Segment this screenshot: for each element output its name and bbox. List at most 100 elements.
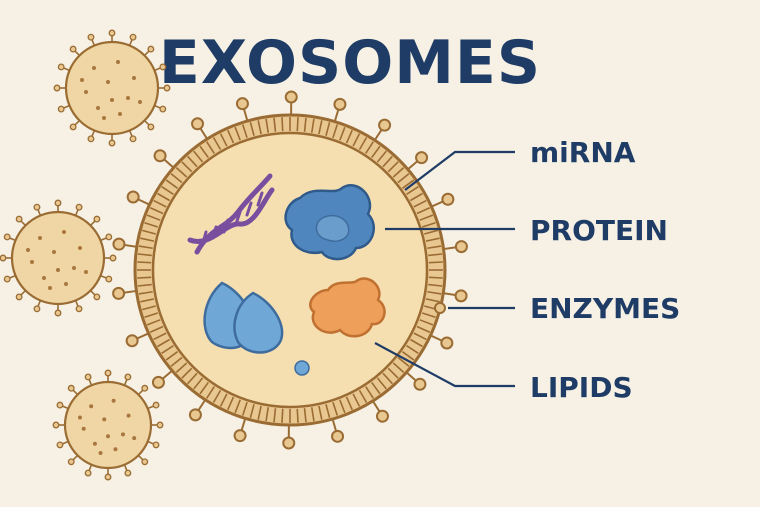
membrane-tick	[161, 345, 174, 355]
vesicle-speckle	[106, 434, 110, 439]
membrane-bilayer	[137, 117, 443, 423]
vesicle-spike-head	[152, 441, 160, 449]
small-droplet	[294, 360, 310, 376]
vesicle-speckle	[132, 76, 136, 80]
membrane-tick	[376, 377, 387, 390]
membrane-tick	[427, 290, 442, 295]
membrane-tick	[419, 319, 434, 326]
vesicle-speckle	[92, 66, 96, 70]
membrane-tick	[318, 120, 323, 135]
vesicle-speckle	[30, 260, 34, 264]
vesicle-speckle	[120, 432, 125, 437]
spike-head	[233, 429, 247, 443]
membrane-tick	[352, 393, 361, 407]
lumen	[151, 131, 429, 409]
membrane-tick	[193, 377, 204, 390]
membrane-tick	[397, 356, 410, 367]
membrane-tick	[234, 399, 241, 414]
spike-head	[454, 289, 468, 303]
vesicle-speckle	[81, 426, 86, 431]
vesicle-speckle	[96, 106, 100, 110]
leader-mirna	[404, 150, 515, 191]
dna-helix-icon	[187, 173, 275, 255]
small-vesicles	[0, 29, 171, 481]
membrane-tick	[241, 124, 248, 139]
membrane-tick	[387, 161, 399, 173]
spike-head	[126, 190, 140, 204]
vesicle-spike-head	[57, 105, 65, 113]
vesicle-speckle	[110, 98, 114, 102]
membrane-tick	[318, 405, 323, 420]
vesicle-speckle	[111, 398, 116, 403]
membrane-tick	[273, 117, 277, 132]
spike-head	[415, 151, 429, 165]
membrane-tick	[149, 325, 164, 333]
vesicle-speckle	[26, 248, 30, 252]
membrane-tick	[205, 386, 215, 399]
membrane-tick	[365, 386, 375, 399]
spike-head	[125, 334, 139, 348]
vesicle-speckle	[98, 451, 103, 456]
spike-head	[454, 240, 468, 254]
membrane-tick	[146, 319, 161, 326]
vesicle-spike-head	[129, 135, 137, 143]
vesicle-spike-head	[84, 469, 92, 477]
membrane-tick	[175, 167, 188, 178]
membrane-tick	[303, 408, 307, 423]
membrane-tick	[249, 404, 255, 418]
vesicle-spike-head	[33, 305, 41, 313]
vesicle-body	[64, 40, 160, 136]
vesicle-spike-head	[67, 384, 75, 392]
membrane-tick	[401, 179, 415, 189]
membrane-tick	[345, 129, 353, 144]
membrane-tick	[257, 120, 262, 135]
vesicle-spike-head	[129, 33, 137, 41]
spike-head	[235, 97, 249, 111]
vesicle-speckle	[113, 447, 118, 452]
membrane-tick	[144, 312, 159, 319]
membrane-tick	[265, 407, 270, 422]
membrane-tick	[358, 137, 368, 151]
membrane-tick	[413, 199, 427, 208]
vesicle-speckle	[132, 436, 137, 441]
membrane-tick	[137, 283, 152, 287]
membrane-tick	[181, 161, 193, 173]
membrane-tick	[339, 399, 346, 414]
spike-head	[333, 97, 347, 111]
vesicle-speckle	[80, 78, 84, 82]
enzymes-spike-dot	[434, 302, 446, 314]
membrane-tick	[358, 389, 368, 403]
membrane-tick	[409, 192, 423, 202]
vesicle-spike-head	[159, 63, 167, 71]
membrane-tick	[175, 362, 188, 373]
vesicle-spike-head	[52, 421, 60, 429]
membrane-tick	[397, 173, 410, 184]
small-vesicle	[0, 199, 117, 317]
spike-head	[112, 237, 126, 251]
membrane-tick	[241, 401, 248, 416]
spike-head	[151, 375, 165, 389]
vesicle-spike-head	[156, 421, 164, 429]
vesicle-spike-head	[69, 123, 77, 131]
membrane-tick	[142, 229, 156, 235]
spike-head	[441, 192, 455, 206]
membrane-tick	[424, 229, 438, 235]
membrane-tick	[199, 145, 209, 159]
membrane-tick	[137, 253, 152, 257]
label-protein: PROTEIN	[530, 214, 668, 247]
vesicle-spike-head	[105, 275, 113, 283]
membrane-tick	[325, 404, 331, 418]
vesicle-spike-head	[109, 254, 117, 262]
vesicle-spike-head	[152, 401, 160, 409]
page-title: EXOSOMES	[159, 28, 541, 98]
vesicle-spike-head	[56, 441, 64, 449]
small-vesicle	[52, 369, 164, 481]
membrane-tick	[406, 345, 419, 355]
vesicle-spike-head	[0, 254, 7, 262]
membrane-tick	[137, 261, 152, 264]
membrane-tick	[138, 245, 153, 250]
surface-spikes	[112, 90, 468, 450]
membrane-tick	[339, 126, 346, 141]
vesicle-speckle	[89, 404, 94, 409]
membrane-tick	[257, 405, 262, 420]
